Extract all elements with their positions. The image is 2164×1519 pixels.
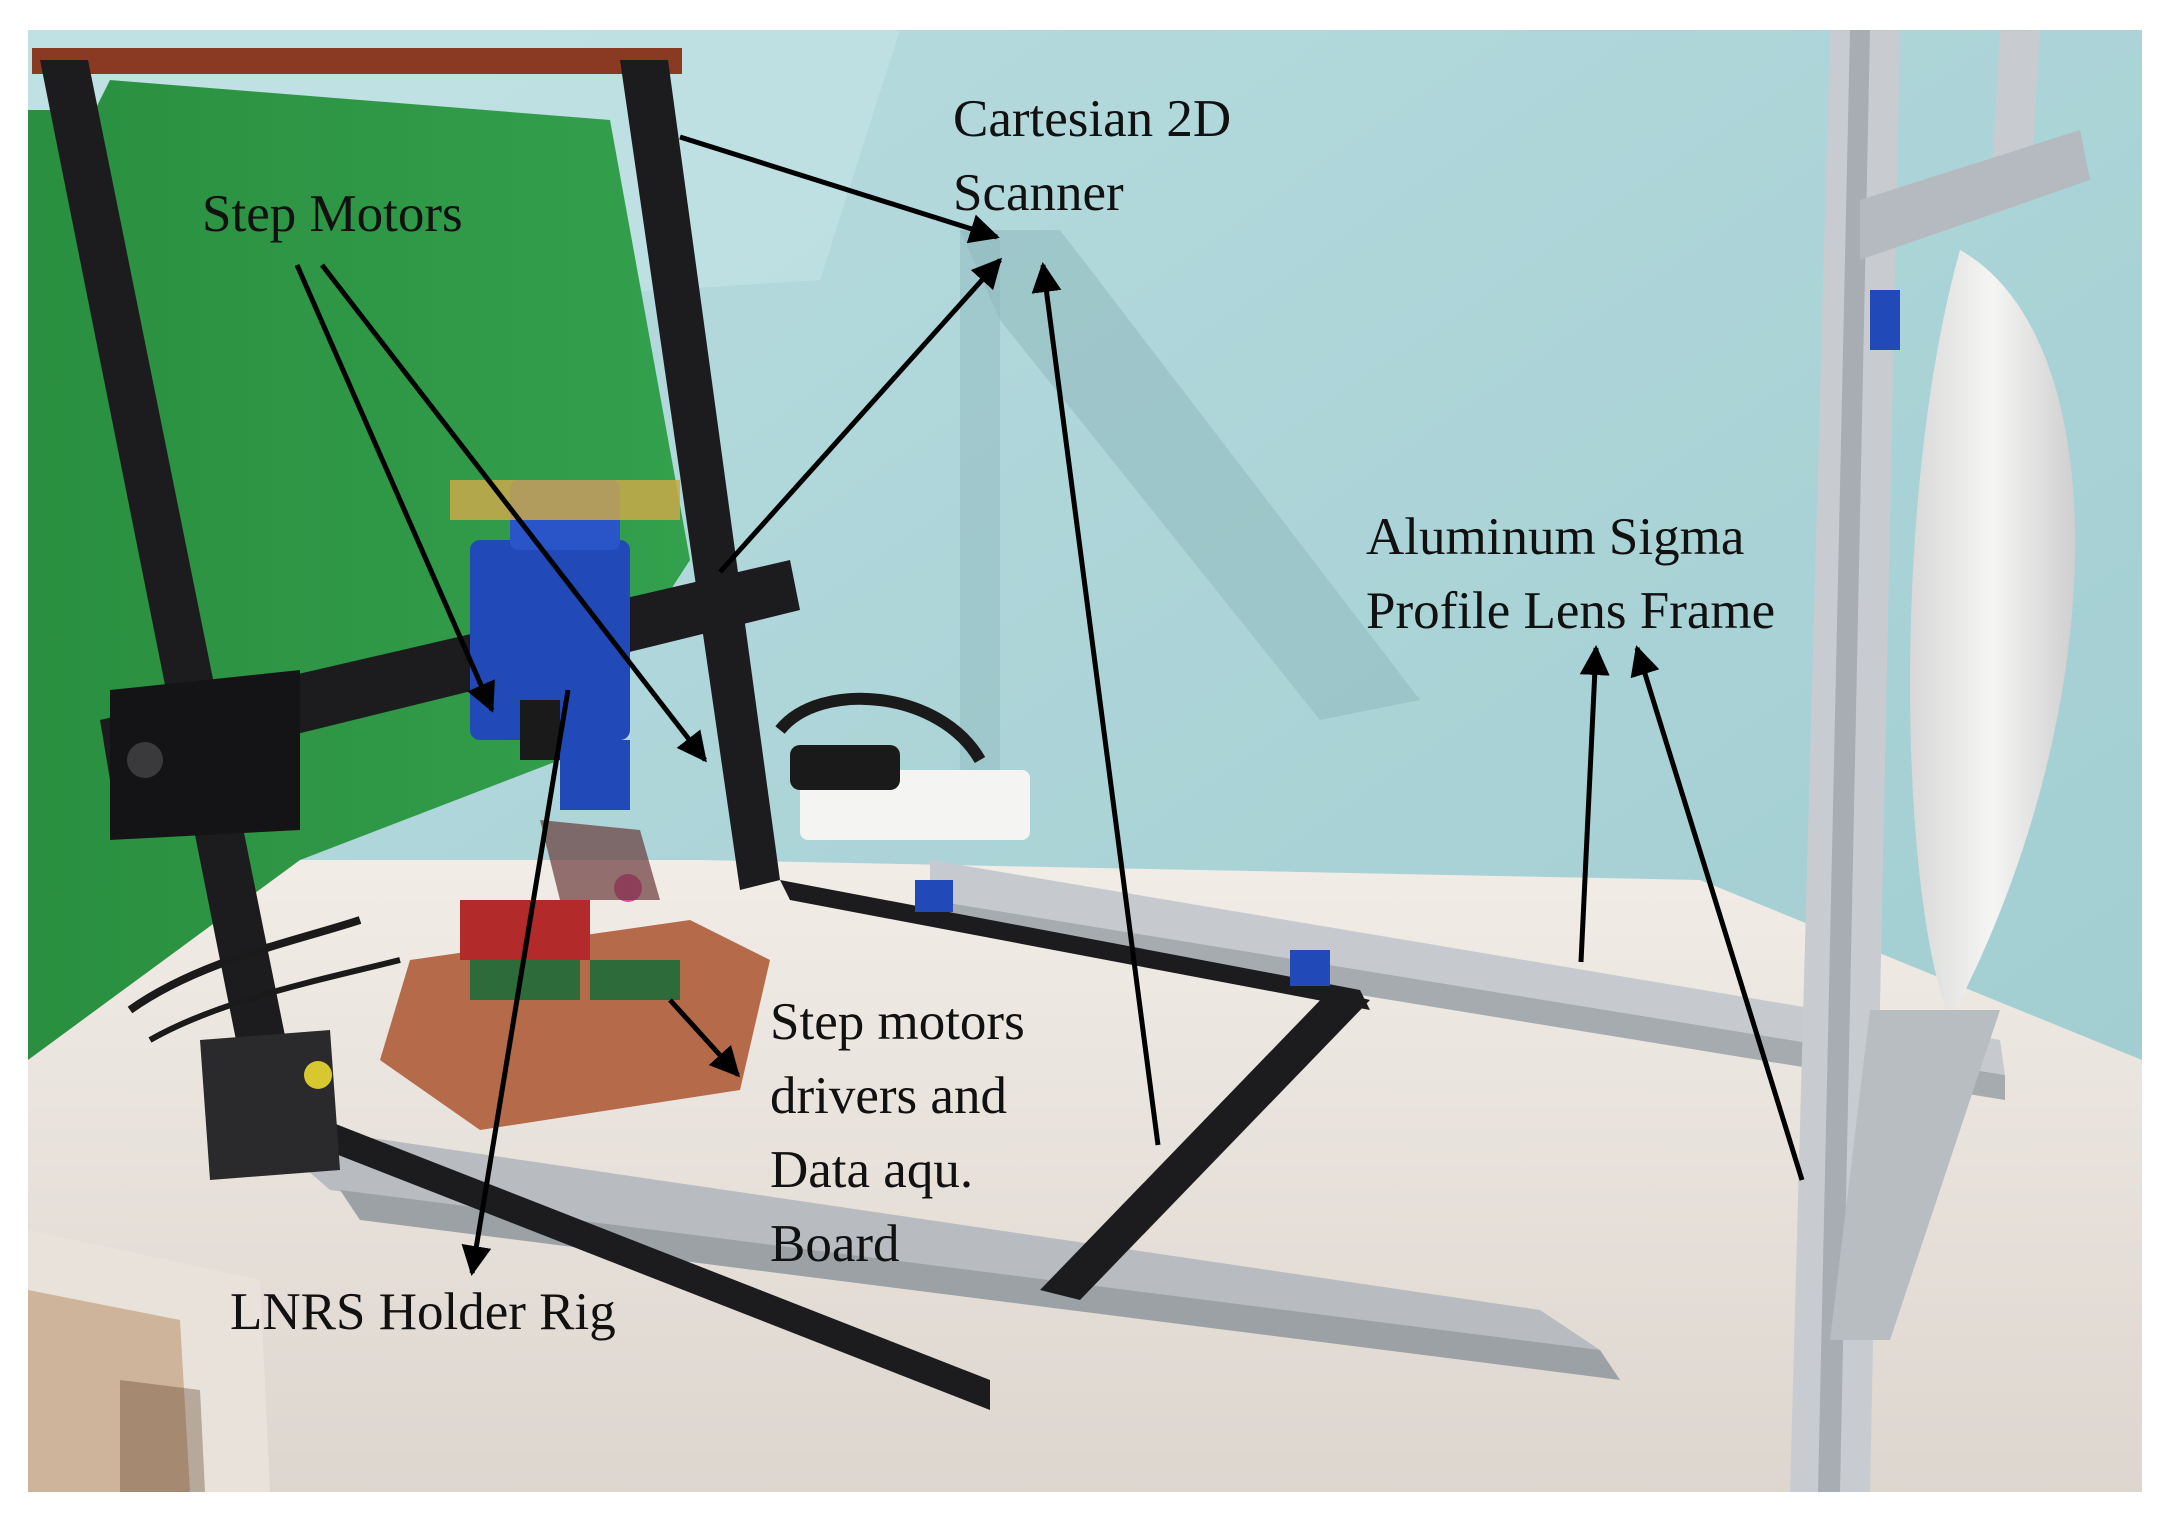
aluminum-frame-line-2: Profile Lens Frame bbox=[1366, 582, 1776, 640]
drivers-board-line-4: Board bbox=[770, 1215, 900, 1273]
arrow-drivers-board bbox=[668, 998, 741, 1078]
drivers-board-line-3: Data aqu. bbox=[770, 1141, 974, 1199]
drivers-board-label: Step motors drivers and Data aqu. Board bbox=[770, 985, 1025, 1281]
arrow-scanner-mid bbox=[718, 257, 1003, 574]
arrow-lens-frame-2 bbox=[1630, 645, 1805, 1181]
aluminum-frame-label: Aluminum Sigma Profile Lens Frame bbox=[1366, 500, 1775, 648]
cartesian-scanner-line-2: Scanner bbox=[953, 164, 1124, 222]
arrow-step-motor-2 bbox=[320, 263, 707, 763]
cartesian-scanner-label: Cartesian 2D Scanner bbox=[953, 82, 1231, 230]
holder-rig-text: LNRS Holder Rig bbox=[230, 1283, 616, 1341]
holder-rig-label: LNRS Holder Rig bbox=[230, 1275, 616, 1349]
fresnel-lens bbox=[1910, 250, 2076, 1020]
cartesian-scanner-line-1: Cartesian 2D bbox=[953, 90, 1232, 148]
photo-scene bbox=[28, 30, 2142, 1492]
arrow-holder-rig bbox=[461, 689, 571, 1276]
aluminum-lens-frame bbox=[1790, 30, 2090, 1492]
arrow-scanner-top bbox=[679, 134, 1000, 244]
step-motors-label: Step Motors bbox=[202, 177, 463, 251]
drivers-board-line-1: Step motors bbox=[770, 993, 1025, 1051]
arrow-lens-frame-1 bbox=[1578, 645, 1610, 963]
lnrs-holder-rig bbox=[450, 480, 680, 810]
arrow-step-motor-1 bbox=[294, 263, 495, 713]
aluminum-frame-line-1: Aluminum Sigma bbox=[1366, 508, 1745, 566]
arrow-scanner-bottom bbox=[1031, 262, 1161, 1146]
annotation-arrows bbox=[294, 134, 1805, 1276]
drivers-board-line-2: drivers and bbox=[770, 1067, 1007, 1125]
step-motors-text: Step Motors bbox=[202, 185, 463, 243]
